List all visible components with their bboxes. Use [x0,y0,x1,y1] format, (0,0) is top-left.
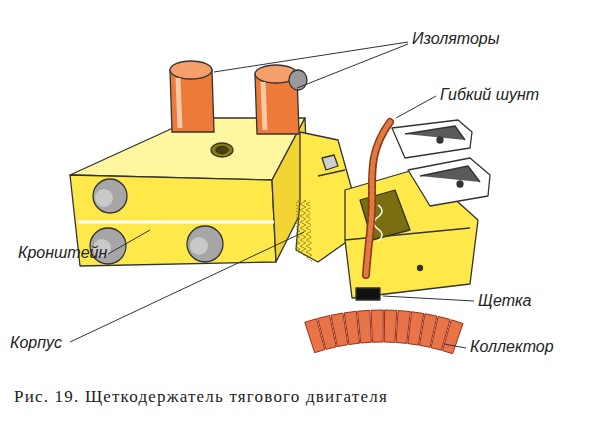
commutator [305,310,463,354]
part-label: Изоляторы [412,30,500,48]
commutator-segment [384,310,397,342]
insulators [170,61,307,134]
bolts [90,179,223,264]
part-label: Кронштейн [18,244,107,262]
commutator-segment [371,310,383,342]
pressure-fingers [392,120,490,206]
commutator-segment [358,310,372,343]
figure-caption: Рис. 19. Щеткодержатель тягового двигате… [14,388,388,407]
commutator-segment [442,320,463,354]
part-label: Корпус [10,334,62,352]
leader-lines [70,42,474,348]
part-label: Щетка [478,292,531,310]
part-label: Гибкий шунт [440,86,539,104]
flexible-shunt [366,122,390,275]
commutator-segment [344,311,359,344]
part-label: Коллектор [470,338,554,356]
body-arm [296,132,352,262]
bracket [70,118,308,266]
